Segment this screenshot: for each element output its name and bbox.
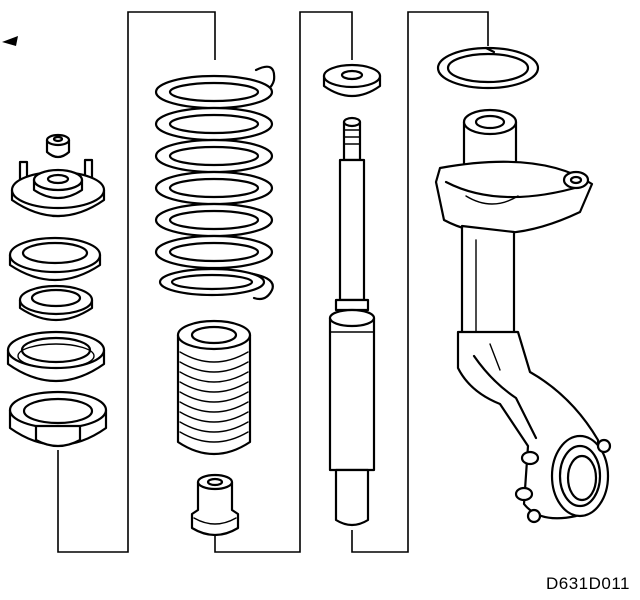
- top-mount: [10, 168, 106, 217]
- piston-rod-tip: [342, 116, 362, 162]
- coil-spring-boot-bump-stop: [154, 65, 276, 537]
- strut-housing: [434, 108, 594, 345]
- retaining-ring: [436, 46, 540, 90]
- spacer-ring: [18, 284, 94, 322]
- shock-absorber-damper: [322, 63, 382, 527]
- bump-stop: [190, 473, 240, 537]
- figure-code-label: D631D011: [545, 574, 630, 593]
- strut-bearing: [6, 330, 106, 382]
- arrow-mark: [2, 36, 18, 46]
- spring-seat: [8, 390, 108, 448]
- coil-spring: [154, 65, 276, 301]
- steering-knuckle: [456, 330, 612, 524]
- damper-body: [328, 308, 376, 527]
- leader-lines: [57, 11, 489, 553]
- dust-boot: [176, 319, 252, 456]
- damper-top-bushing: [322, 63, 382, 97]
- piston-rod: [338, 158, 366, 302]
- top-nut: [45, 133, 71, 159]
- strut-housing-steering-knuckle: [434, 46, 612, 524]
- top-mount-bearing-stack: [6, 133, 108, 448]
- bearing-ring: [8, 236, 102, 281]
